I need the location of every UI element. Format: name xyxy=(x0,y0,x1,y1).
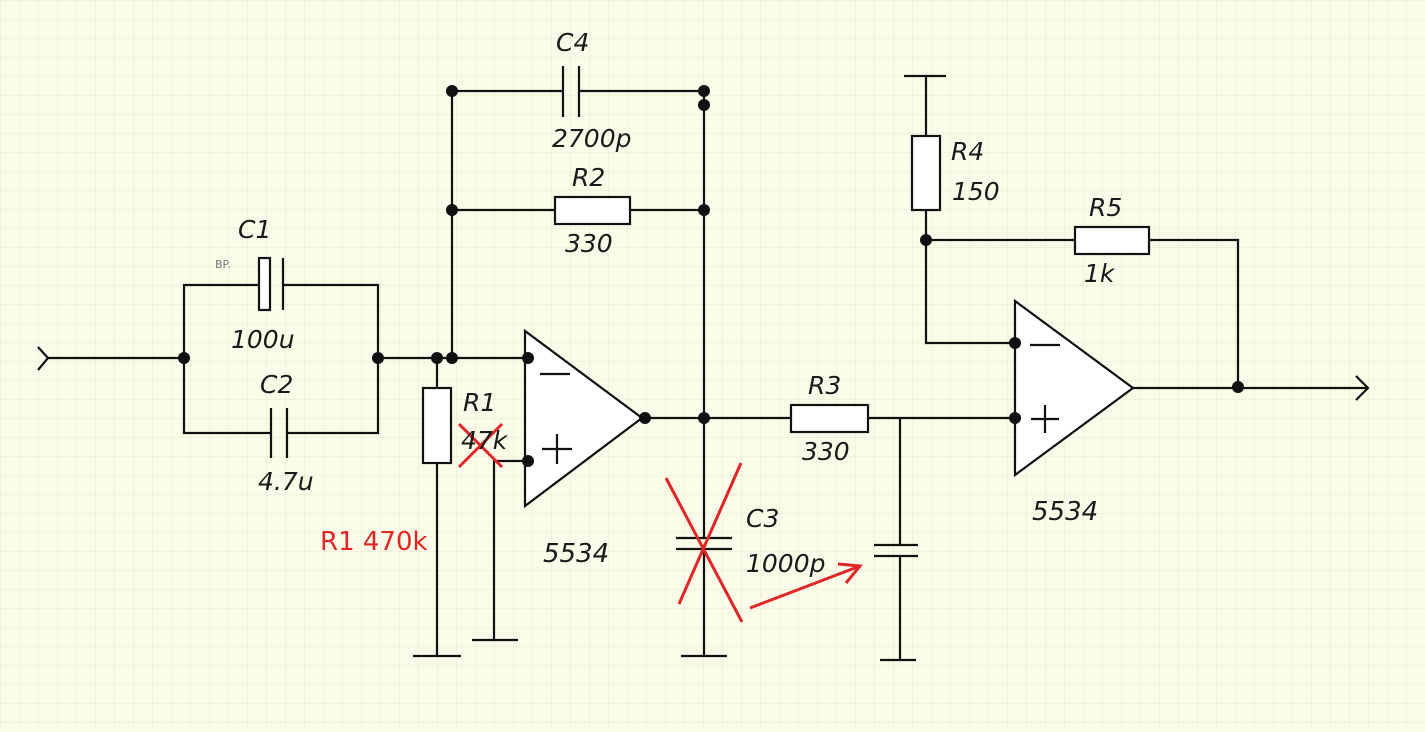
r5-name: R5 xyxy=(1089,193,1122,222)
c2-name: C2 xyxy=(260,370,293,399)
resistor-r1 xyxy=(421,386,453,465)
r4-value: 150 xyxy=(952,177,1000,206)
r4-name: R4 xyxy=(951,137,984,166)
strike-r1-value xyxy=(457,422,504,469)
resistor-r2 xyxy=(553,195,632,226)
r3-name: R3 xyxy=(808,371,841,400)
c4-value: 2700p xyxy=(552,124,632,153)
c3-name: C3 xyxy=(746,504,779,533)
input-arrow xyxy=(37,346,184,371)
capacitor-c4 xyxy=(561,66,581,117)
strike-c3 xyxy=(664,462,744,623)
c2-value: 4.7u xyxy=(258,467,314,496)
c3-value: 1000p xyxy=(746,549,826,578)
resistor-r4 xyxy=(910,134,942,212)
r1-name: R1 xyxy=(463,388,496,417)
r1-value: 47k xyxy=(461,426,509,455)
c1-value: 100u xyxy=(231,325,295,354)
capacitor-c1 xyxy=(257,256,285,312)
wire-r5-right xyxy=(1149,238,1240,387)
c1-name: C1 xyxy=(238,215,271,244)
c1-c2-network xyxy=(182,283,380,435)
move-arrow xyxy=(749,562,863,610)
opamp-u2 xyxy=(1013,298,1135,478)
c4-name: C4 xyxy=(556,28,589,57)
wire-u2-minus xyxy=(924,210,1018,345)
r2-value: 330 xyxy=(565,229,613,258)
r1-correction-note: R1 470k xyxy=(320,527,428,557)
u2-name: 5534 xyxy=(1032,497,1098,527)
r5-value: 1k xyxy=(1084,259,1116,288)
opamp-u1 xyxy=(523,328,644,509)
resistor-r5 xyxy=(1073,225,1151,256)
capacitor-c2 xyxy=(269,408,289,458)
junction-dots xyxy=(178,85,1244,467)
r2-name: R2 xyxy=(572,163,605,192)
capacitor-new-position xyxy=(874,543,918,558)
c1-tag: BP. xyxy=(215,258,231,271)
output-arrow xyxy=(1355,375,1370,401)
resistor-r3 xyxy=(789,403,870,434)
r3-value: 330 xyxy=(802,437,850,466)
u1-name: 5534 xyxy=(543,539,609,569)
